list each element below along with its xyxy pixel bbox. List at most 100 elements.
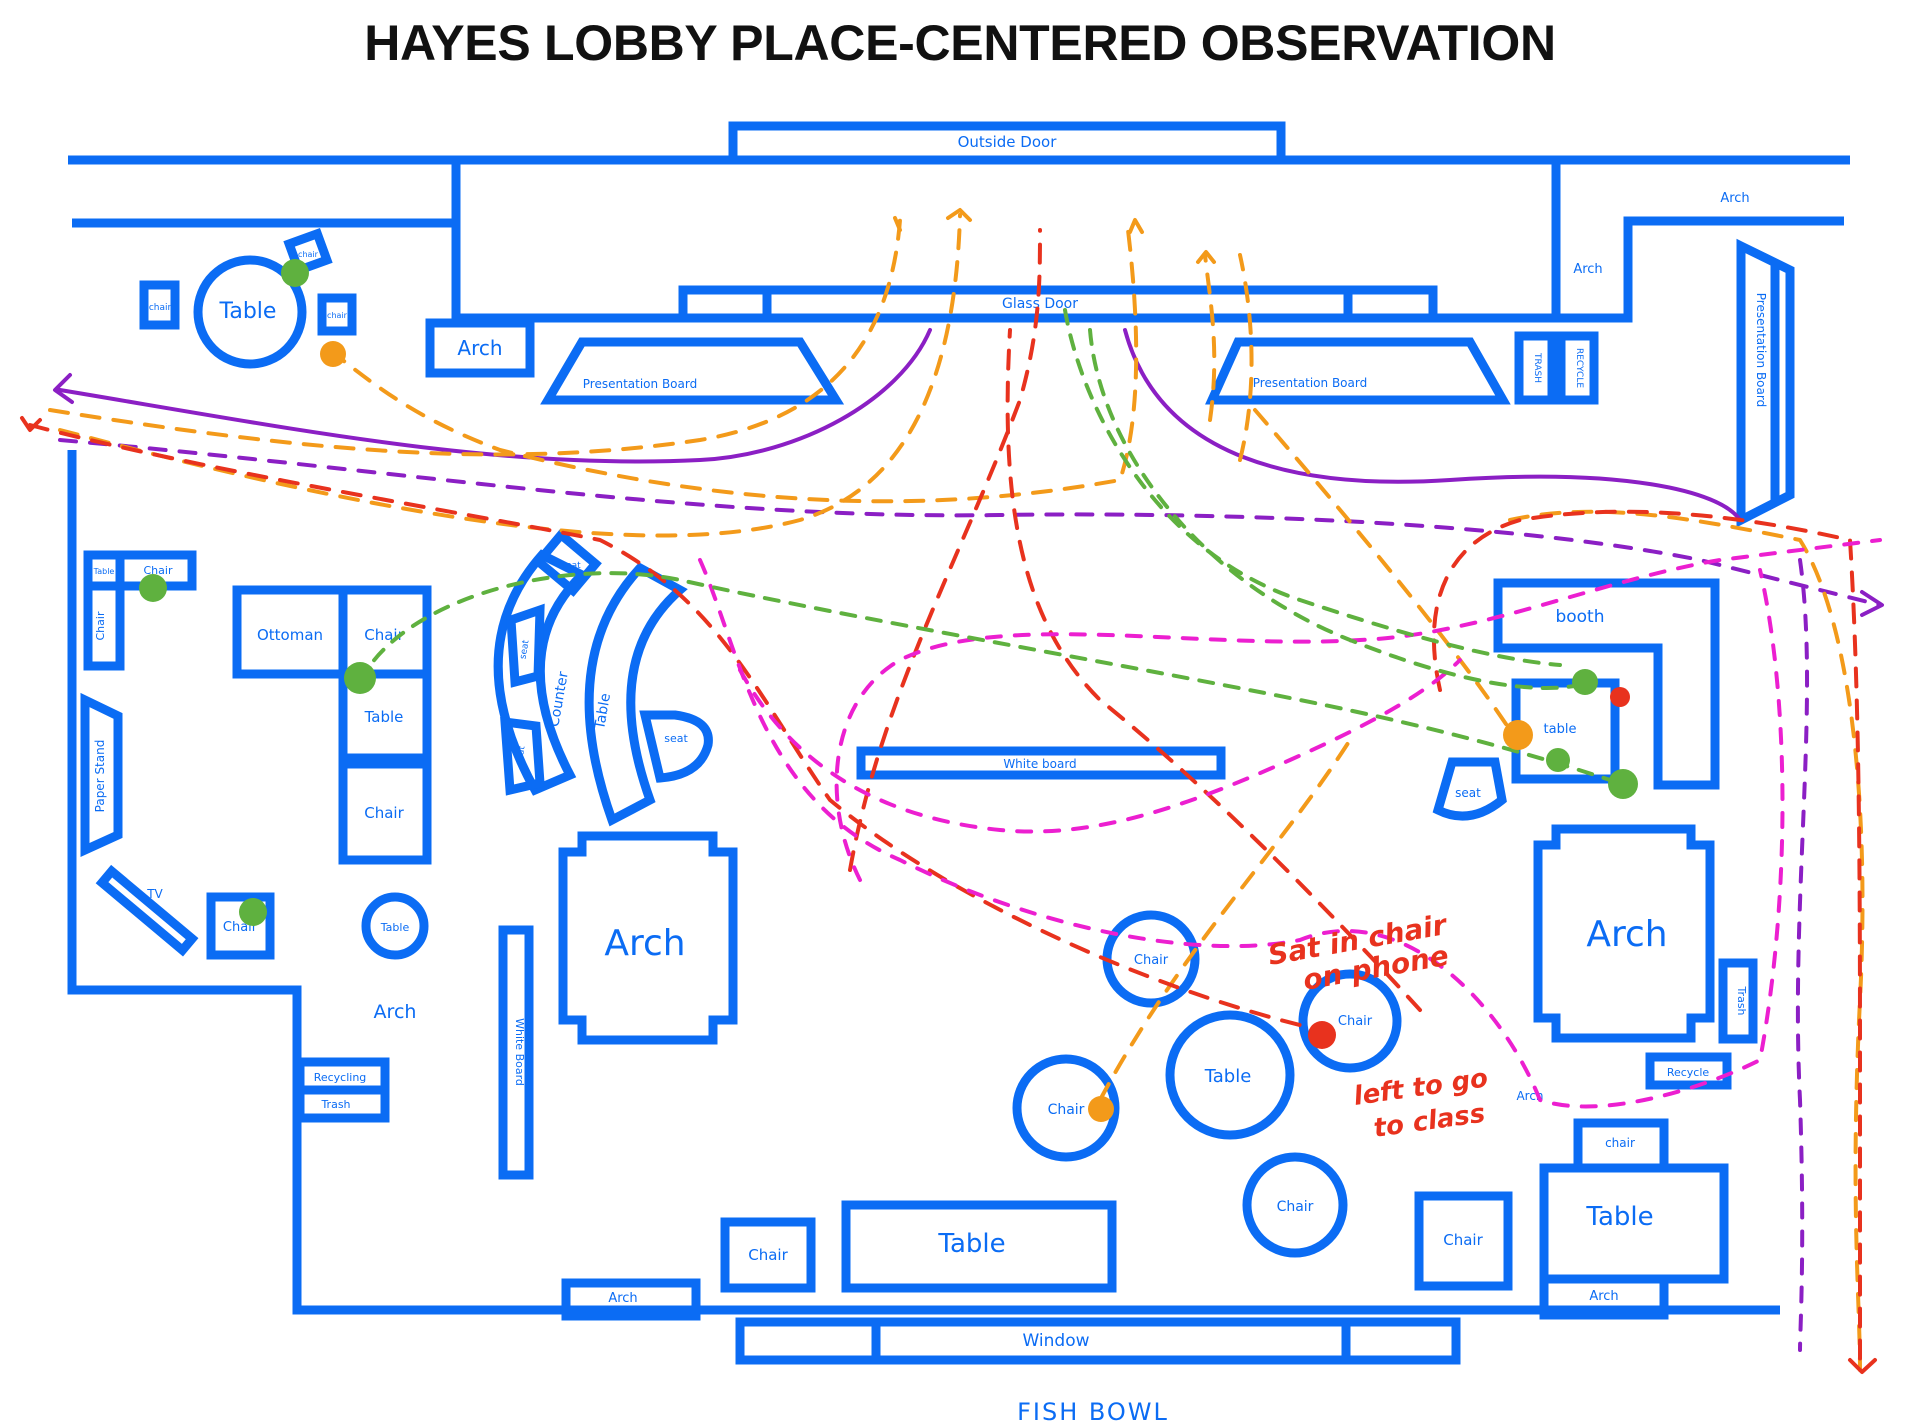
chair-round-d-label: Chair [1277,1199,1314,1215]
path-magenta-2 [738,658,1462,834]
chair-small-top-a [283,227,333,277]
trash-lower-left [295,1085,390,1123]
booth [1493,578,1720,790]
arch-bottom-right [1539,1274,1669,1320]
table-round-center-label: Table [1204,1066,1252,1087]
dot-green-4 [239,898,267,926]
booth-table-label: table [1544,722,1577,737]
dot-orange-3 [1088,1096,1114,1122]
paper-stand [80,692,123,857]
trash-top [1514,331,1557,405]
path-red-4 [1431,509,1863,1372]
dot-red-1 [1610,687,1630,707]
path-red-1 [28,423,1322,1032]
seat-round [639,710,713,783]
ottoman-label: Ottoman [257,626,323,644]
white-board-center [856,746,1226,780]
chair-round-c-label: Chair [1048,1102,1085,1118]
chair-center-left [338,759,432,865]
chair-small-top-left [139,280,180,330]
seat-mid-label: seat [518,639,531,660]
path-green-3 [1063,308,1562,667]
chair-bottom-sq-label: Chair [748,1246,788,1264]
path-magenta-3 [834,538,1882,882]
arch-corridor-label: Arch [1573,262,1602,277]
table-bottom-right-label: Table [1585,1202,1653,1232]
chair-bottom-left [206,892,275,960]
path-orange-5 [1098,408,1512,1102]
chair-round-b [1298,969,1402,1073]
arch-top-left [425,318,535,378]
arch-big-center [558,831,738,1045]
table-curved [584,562,688,827]
window-label: Window [1022,1331,1089,1351]
path-green-1 [358,571,1612,782]
arch-big-center-label: Arch [604,923,685,964]
path-orange-1 [48,218,902,457]
dot-green-7 [1608,769,1638,799]
presentation-board-vertical-label: Presentation Board [1754,293,1768,407]
white-board-vertical [498,925,534,1180]
seat-mid [506,603,545,688]
recycle-top [1556,331,1599,405]
table-center-left [338,669,432,763]
seat-top-label: seat [561,561,581,571]
presentation-board-right-label: Presentation Board [1253,376,1367,390]
arch-top-right-label: Arch [1720,191,1749,206]
chair-center-left-label: Chair [364,804,404,822]
path-orange-3 [328,228,1139,504]
white-board-vertical-label: White Board [513,1018,526,1086]
white-board-center-label: White board [1003,757,1076,771]
path-purple-4 [1795,558,1810,1352]
table-round-small [361,892,429,960]
chair-round-d [1242,1152,1348,1258]
chair-small-top-b [317,293,357,336]
observation-dots [139,259,1638,1122]
chair-small-top-b-label: chair [327,311,348,320]
recycle-right [1645,1052,1732,1090]
walls [67,121,1850,1315]
booth-label: booth [1555,607,1604,627]
table-small-left-label: Table [93,567,115,576]
path-purple-2 [1123,328,1742,522]
recycling-label: Recycling [314,1071,367,1084]
arch-bottom-left [561,1278,701,1321]
path-red-3 [1005,328,1422,1012]
trash-lower-left-label: Trash [320,1098,350,1111]
dot-green-6 [1546,748,1570,772]
dot-red-2 [1308,1021,1336,1049]
chair-bottom-right-sq [1414,1191,1513,1291]
chair-top-right-table-label: chair [1605,1136,1635,1150]
path-orange-2 [58,213,962,538]
fish-bowl-label: FISH BOWL [1017,1398,1169,1426]
window [735,1317,1461,1365]
tv-label: TV [146,887,163,901]
outside-door-label: Outside Door [958,133,1058,151]
recycle-top-label: RECYCLE [1574,348,1584,388]
seat-low-label: seat [514,745,527,766]
seat-round-label: seat [664,732,688,745]
chair-bottom-sq [720,1217,816,1293]
table-bottom [841,1200,1117,1293]
dot-green-2 [139,574,167,602]
path-orange-6 [1508,509,1865,1372]
path-red-2 [848,228,1042,872]
dot-green-5 [1572,669,1598,695]
table-round-top [193,255,307,369]
seat-booth-label: seat [1455,786,1481,800]
traffic-paths [20,208,1884,1374]
page-title: HAYES LOBBY PLACE-CENTERED OBSERVATION [364,15,1556,71]
arch-top-left-label: Arch [457,336,502,360]
chair-bottom-right-sq-label: Chair [1443,1231,1483,1249]
seat-top [532,528,602,597]
arch-big-right-label: Arch [1586,914,1667,955]
chair-vertical-left-label: Chair [94,611,107,640]
path-purple-arrow [53,373,1884,617]
seat-booth [1432,757,1507,821]
trash-top-label: TRASH [1532,352,1542,383]
chair-small-top-left-label: chair [149,303,172,313]
arch-lower-left-label: Arch [374,1001,417,1023]
glass-door-label: Glass Door [1002,296,1078,312]
counter [493,549,590,796]
